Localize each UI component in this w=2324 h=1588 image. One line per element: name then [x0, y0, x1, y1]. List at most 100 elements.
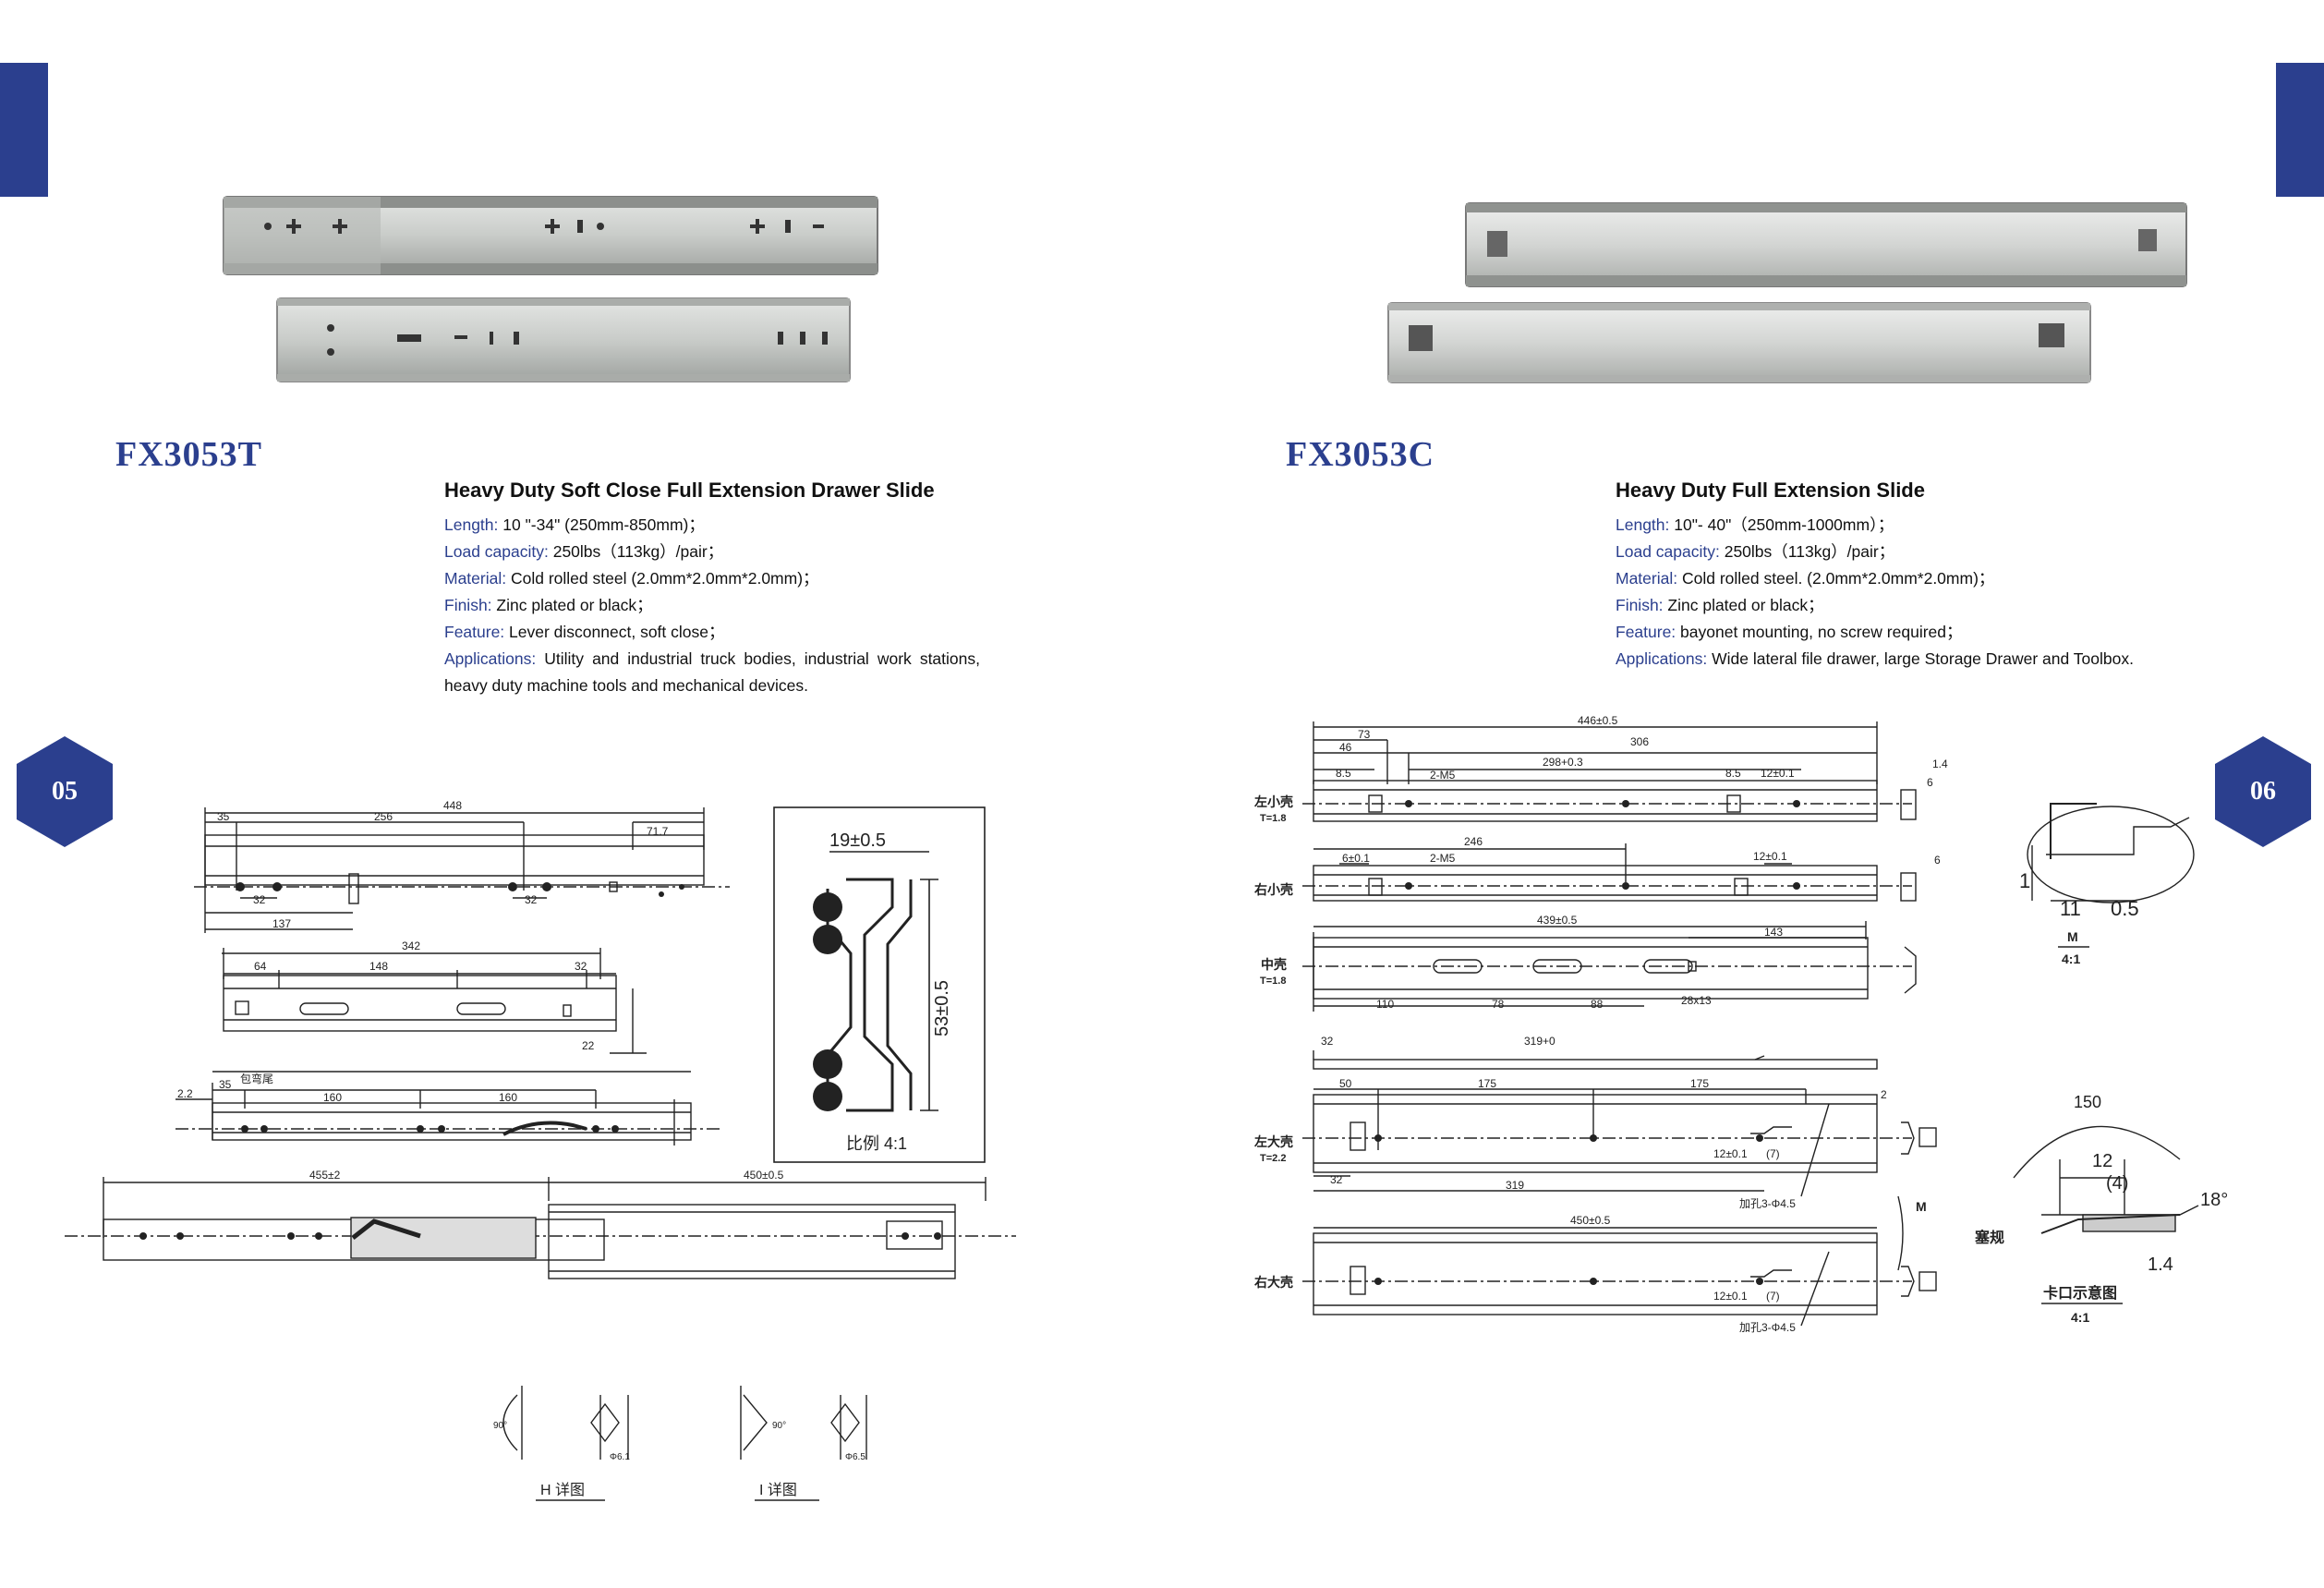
dim-12d: 12±0.1	[1713, 1290, 1748, 1303]
dim-11: 11	[2060, 897, 2081, 920]
dim-add-hole-b: 加孔3-Φ4.5	[1739, 1321, 1796, 1334]
dim-2-2: 2.2	[177, 1087, 193, 1100]
dim-8-5b: 8.5	[1725, 767, 1741, 780]
label-t18b: T=1.8	[1260, 976, 1286, 987]
spec-finish-right: Finish: Zinc plated or black；	[1616, 596, 1824, 614]
dim-7b: (7)	[1766, 1290, 1780, 1303]
label-middle-shell: 中壳	[1261, 957, 1287, 972]
model-name-left: FX3053T	[115, 435, 262, 474]
detail-i-drawing	[740, 1386, 867, 1460]
dim-73: 73	[1358, 728, 1371, 741]
dim-m5b: 2-M5	[1430, 852, 1456, 865]
dim-246: 246	[1464, 835, 1483, 848]
left-edge-tab	[0, 63, 48, 197]
label-t18a: T=1.8	[1260, 813, 1286, 824]
spec-length-right: Length: 10"- 40"（250mm-1000mm）；	[1616, 515, 1894, 534]
outer-rail-drawing	[194, 807, 730, 933]
assembled-slide-drawing	[65, 1177, 1016, 1279]
dim-78: 78	[1492, 998, 1505, 1011]
dim-150: 150	[2074, 1093, 2101, 1111]
technical-drawing-right: 左小壳 T=1.8 446±0.5 73 46 306 298+0.3 8.5 …	[1253, 716, 2228, 1334]
dim-1-4b: 1.4	[2148, 1255, 2173, 1275]
spec-material-right: Material: Cold rolled steel. (2.0mm*2.0m…	[1616, 569, 1995, 588]
model-name-right: FX3053C	[1286, 435, 1435, 474]
dim-4: (4)	[2106, 1173, 2128, 1194]
dim-319top: 319+0	[1524, 1035, 1555, 1048]
spec-finish-left: Finish: Zinc plated or black；	[444, 596, 653, 614]
spec-applications-left: Applications: Utility and industrial tru…	[444, 649, 980, 695]
dim-6b: 6	[1934, 854, 1941, 867]
dim-6a: 6	[1927, 776, 1933, 789]
product-photo-fx3053c	[1387, 202, 2187, 383]
dim-298: 298+0.3	[1543, 756, 1583, 769]
clip-diagram-label: 卡口示意图	[2043, 1284, 2117, 1302]
spec-block-right: Heavy Duty Full Extension Slide Length: …	[1616, 479, 2151, 673]
page-number-right: 06	[2250, 777, 2276, 806]
dim-m5a: 2-M5	[1430, 769, 1456, 782]
dim-18: 18°	[2200, 1190, 2228, 1210]
dim-143: 143	[1764, 926, 1783, 939]
dim-175b: 175	[1690, 1077, 1709, 1090]
dim-450r: 450±0.5	[1570, 1214, 1611, 1227]
dim-256: 256	[374, 810, 393, 823]
sealing-gauge-label: 塞规	[1975, 1229, 2004, 1246]
spec-load-left: Load capacity: 250lbs（113kg）/pair；	[444, 542, 724, 561]
right-large-shell-drawing	[1302, 1195, 1937, 1327]
detail-h-hole: Φ6.1	[610, 1452, 630, 1462]
dim-446: 446±0.5	[1578, 716, 1618, 727]
dim-32a: 32	[1321, 1035, 1334, 1048]
m-label-a: M	[1916, 1199, 1927, 1214]
bend-tail-label: 包弯尾	[240, 1072, 273, 1085]
product-photo-fx3053t	[223, 196, 878, 382]
dim-455: 455±2	[309, 1169, 341, 1182]
technical-drawing-left: 448 35 256 71.7 32 32 137 342 64 148 32 …	[65, 799, 1016, 1501]
spec-applications-right: Applications: Wide lateral file drawer, …	[1616, 649, 2134, 668]
dim-12b: 12±0.1	[1753, 850, 1787, 863]
product-title-left: Heavy Duty Soft Close Full Extension Dra…	[444, 479, 935, 502]
dim-6-0-1: 6±0.1	[1342, 852, 1370, 865]
product-title-right: Heavy Duty Full Extension Slide	[1616, 479, 1925, 502]
dim-148: 148	[369, 960, 388, 973]
right-small-shell-drawing	[1302, 843, 1917, 902]
dim-160a: 160	[323, 1091, 342, 1104]
dim-1-4: 1.4	[1932, 758, 1948, 770]
inner-rail-drawing	[176, 1071, 720, 1146]
dim-160b: 160	[499, 1091, 517, 1104]
dim-448: 448	[443, 799, 462, 812]
detail-h-angle: 90°	[493, 1421, 507, 1431]
scale-label-a: 4:1	[2062, 952, 2080, 966]
middle-rail-drawing	[222, 948, 647, 1054]
dim-319: 319	[1506, 1179, 1524, 1192]
dim-add-hole-a: 加孔3-Φ4.5	[1739, 1197, 1796, 1210]
dim-0-5: 0.5	[2111, 897, 2139, 920]
dim-32b: 32	[525, 893, 538, 906]
dim-1: 1	[2019, 869, 2030, 892]
detail-i-hole: Φ6.5	[845, 1452, 865, 1462]
label-t22: T=2.2	[1260, 1153, 1286, 1164]
dim-71-7: 71.7	[647, 825, 669, 838]
left-large-top-plate	[1313, 1050, 1878, 1070]
dim-342: 342	[402, 939, 420, 952]
dim-64: 64	[254, 960, 267, 973]
scale-label-left: 比例 4:1	[846, 1134, 907, 1153]
dim-28x13: 28x13	[1681, 994, 1712, 1007]
spec-material-left: Material: Cold rolled steel (2.0mm*2.0mm…	[444, 569, 819, 588]
dim-137: 137	[272, 917, 291, 930]
detail-i-angle: 90°	[772, 1421, 786, 1431]
dim-88: 88	[1591, 998, 1604, 1011]
dim-2: 2	[1881, 1088, 1887, 1101]
middle-shell-drawing	[1302, 921, 1917, 1012]
label-right-small-shell: 右小壳	[1253, 882, 1293, 897]
dim-306: 306	[1630, 735, 1649, 748]
spec-load-right: Load capacity: 250lbs（113kg）/pair；	[1616, 542, 1895, 561]
dim-32b: 32	[1330, 1173, 1343, 1186]
dim-8-5a: 8.5	[1336, 767, 1351, 780]
dim-7a: (7)	[1766, 1147, 1780, 1160]
spec-feature-right: Feature: bayonet mounting, no screw requ…	[1616, 623, 1963, 641]
right-edge-tab	[2276, 63, 2324, 197]
dim-450: 450±0.5	[744, 1169, 784, 1182]
left-large-shell-drawing	[1302, 1088, 1937, 1197]
dim-110: 110	[1376, 998, 1394, 1011]
dim-46: 46	[1339, 741, 1352, 754]
dim-53: 53±0.5	[932, 980, 952, 1036]
